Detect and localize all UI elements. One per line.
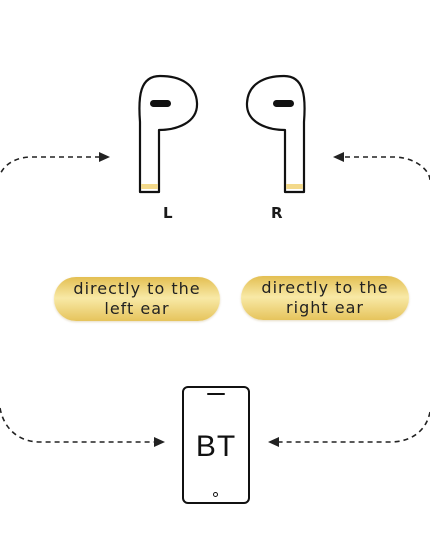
- right-ear-pill: directly to the right ear: [241, 276, 409, 320]
- arrowhead-to-right-earbud: [333, 152, 344, 162]
- left-pill-line1: directly to the: [73, 279, 201, 298]
- right-pill-line2: right ear: [286, 298, 364, 317]
- left-ear-pill: directly to the left ear: [54, 277, 220, 321]
- left-ear-label: L: [163, 204, 174, 222]
- arrowhead-to-left-earbud: [99, 152, 110, 162]
- phone-home-button: [213, 492, 218, 497]
- right-ear-label: R: [271, 204, 284, 222]
- phone-bt-label: BT: [195, 430, 237, 463]
- left-pill-line2: left ear: [104, 299, 170, 318]
- right-pill-line1: directly to the: [261, 278, 389, 297]
- right-earbud-icon: [245, 74, 306, 194]
- arrowhead-right-bottom: [268, 437, 279, 447]
- phone-speaker: [207, 393, 225, 395]
- left-dashed-arrow: [0, 156, 155, 443]
- arrowhead-left-bottom: [154, 437, 165, 447]
- phone-icon: BT: [182, 386, 250, 504]
- left-earbud-icon: [138, 74, 199, 194]
